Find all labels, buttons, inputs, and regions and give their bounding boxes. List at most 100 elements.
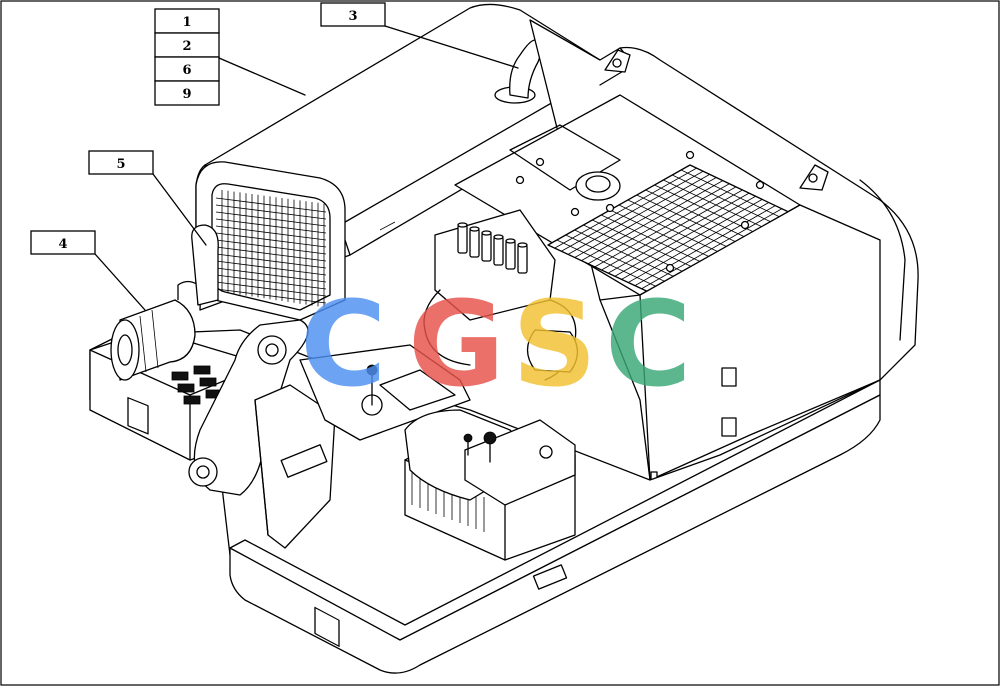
valve-spool — [493, 236, 504, 266]
valve-spool — [517, 244, 528, 274]
floor-label-plate — [532, 564, 568, 590]
grille-bar — [215, 225, 327, 241]
hydraulic-tank-cap — [575, 171, 621, 201]
boom-pin-upper — [257, 335, 287, 365]
intake-pipe — [191, 224, 219, 306]
grille-bar — [215, 204, 327, 220]
grille-bar — [215, 218, 327, 234]
watermark: C G S C — [300, 275, 692, 413]
switch — [199, 377, 217, 387]
callout-label: 6 — [182, 63, 191, 78]
mesh-line — [636, 194, 743, 246]
callout-4: 4 — [30, 230, 96, 255]
mesh-line — [672, 174, 778, 226]
bolt — [535, 157, 545, 167]
air-cleaner — [110, 280, 199, 381]
valve-cap — [505, 238, 516, 244]
mesh-line — [641, 208, 783, 290]
leader-stack — [218, 57, 306, 96]
grille-bar — [215, 274, 327, 290]
switch — [183, 395, 201, 405]
mesh-line — [614, 195, 756, 277]
bolt — [605, 203, 615, 213]
valve-cap — [517, 242, 528, 248]
bolt — [685, 150, 695, 160]
switch — [171, 371, 189, 381]
valve-spool — [481, 232, 492, 262]
grille-bar — [215, 211, 327, 227]
callout-label: 9 — [182, 87, 191, 102]
upper-structure-drawing — [89, 3, 919, 674]
callout-label: 1 — [182, 15, 191, 30]
grille-bar — [215, 232, 327, 248]
lift-eye-side — [799, 164, 829, 191]
valve-spool — [457, 224, 468, 254]
mesh-line — [663, 179, 769, 231]
radiator-grille — [215, 190, 327, 308]
valve-cap — [493, 234, 504, 240]
mesh-line — [621, 199, 763, 280]
lift-eye-rear — [604, 49, 631, 73]
valve-spools — [457, 222, 528, 274]
bolt — [665, 263, 675, 273]
callout-9: 9 — [154, 80, 220, 106]
boom-pin-lower — [188, 457, 218, 487]
valve-cap — [469, 226, 480, 232]
latch-upper — [721, 367, 737, 387]
switch — [193, 365, 211, 375]
leader-4 — [94, 253, 146, 311]
leader-5 — [152, 173, 207, 246]
callout-1: 1 — [154, 8, 220, 34]
valve-cap — [481, 230, 492, 236]
grille-bar — [215, 253, 327, 269]
callout-label: 3 — [348, 9, 357, 24]
callout-stack: 1 2 6 9 — [154, 8, 220, 106]
mesh-line — [628, 202, 769, 283]
callout-label: 4 — [58, 237, 67, 252]
valve-spool — [469, 228, 480, 258]
pedestal-plate — [280, 444, 328, 478]
box-handle-left — [127, 397, 149, 435]
grille-bar — [215, 267, 327, 283]
swivel-joint — [526, 329, 579, 373]
step-handle — [314, 606, 340, 647]
callout-3: 3 — [320, 2, 386, 27]
latch-lower — [721, 417, 737, 437]
bolt — [740, 220, 750, 230]
joystick-right — [483, 431, 497, 445]
mesh-line — [607, 192, 750, 274]
watermark-letter: G — [408, 275, 505, 413]
floor-plate — [299, 344, 471, 441]
callout-5: 5 — [88, 150, 154, 175]
valve-spool — [505, 240, 516, 270]
grille-bar — [215, 239, 327, 255]
mesh-line — [601, 189, 743, 271]
watermark-letter: C — [300, 275, 387, 413]
front-step — [229, 394, 881, 674]
bolt — [570, 207, 580, 217]
grille-bar — [215, 260, 327, 276]
callout-2: 2 — [154, 32, 220, 58]
bolt — [755, 180, 765, 190]
watermark-letter: C — [605, 275, 692, 413]
mesh-line — [634, 205, 776, 286]
grille-bar — [215, 281, 327, 297]
switch-panel — [171, 365, 223, 405]
grille-bar — [215, 197, 327, 213]
grille-bar — [215, 288, 327, 304]
switch — [177, 383, 195, 393]
grille-bar — [215, 246, 327, 262]
callout-label: 5 — [116, 157, 125, 172]
leader-3 — [384, 25, 519, 69]
callout-label: 2 — [182, 39, 191, 54]
mesh-line — [680, 169, 787, 221]
callout-6: 6 — [154, 56, 220, 82]
bolt — [515, 175, 525, 185]
mesh-line — [645, 189, 752, 241]
watermark-letter: S — [512, 275, 597, 413]
leader-lines — [94, 25, 519, 311]
mesh-line — [627, 199, 734, 251]
valve-cap — [457, 222, 468, 228]
